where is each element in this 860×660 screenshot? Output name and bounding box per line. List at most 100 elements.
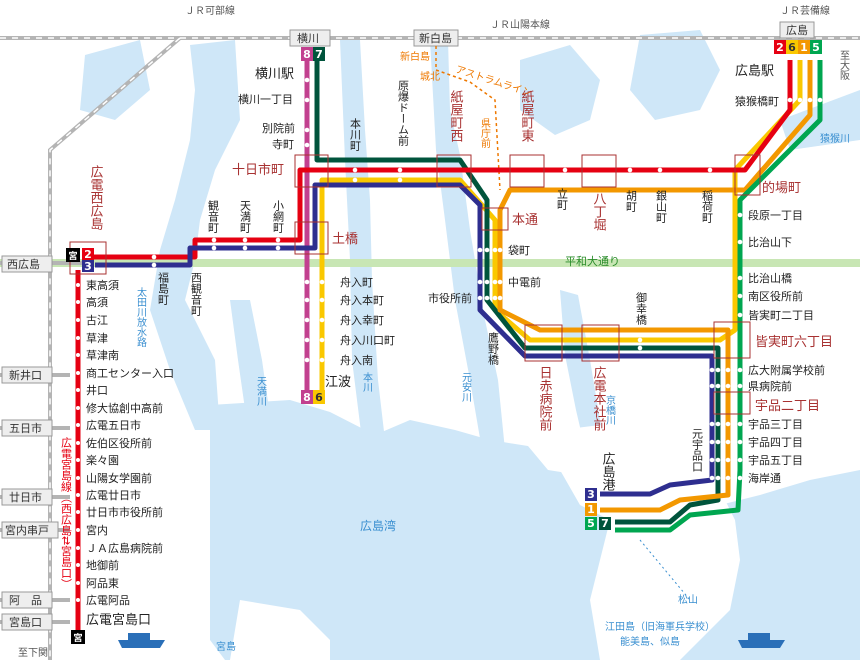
label-kamiyacho-nishi: 紙屋町西 [448,90,464,142]
label-rakurakuen: 楽々園 [86,454,119,467]
label-kusatsuminami: 草津南 [86,349,119,362]
label-saeki: 佐伯区役所前 [86,436,152,450]
badge-8-top: 8 [303,48,311,61]
jr-miyajimaguchi: 宮島口 [9,615,42,629]
station-labels-v: 本川町 原爆ドーム前 紙屋町西 紙屋町東 立町 八丁堀 胡町 銀山町 稲荷町 観… [60,80,714,589]
label-miyajima-line: 広電宮島線（西広島⇄宮島口） [60,437,73,590]
label-nisseki: 日赤病院前 [537,366,553,431]
badge-5-port: 5 [587,517,595,530]
label-honkawacho: 本川町 [349,117,362,151]
label-matsuyama: 松山 [678,593,698,606]
label-takasu: 高須 [86,295,108,309]
astram-kencho: 県庁前 [479,118,491,149]
label-ebisucho: 胡町 [625,189,638,212]
label-tokaichi: 十日市町 [232,162,284,178]
badge-2-hiroshima: 2 [776,41,784,54]
label-ujina2: 宇品二丁目 [755,399,820,414]
route-2 [90,60,793,260]
label-kanayamacho: 銀山町 [655,189,668,223]
label-miyauchi: 宮内 [86,523,108,537]
badge-miya-west: 宮 [68,250,77,262]
label-kamiyacho-higashi: 紙屋町東 [519,90,535,142]
label-kyobashi: 京橋川 [604,394,616,425]
label-miyukibashi: 御幸橋 [635,291,648,326]
label-itsukaichi-st: 広電五日市 [86,418,141,432]
water-labels: 太田 川放水路 天満川 本川 元安川 京橋川 猿猴川 松山 宮島 江田島（旧海軍… [135,132,851,653]
station-dots [76,77,823,602]
label-ujina5: 宇品五丁目 [748,454,803,467]
label-ujina3: 宇品三丁目 [748,418,803,431]
label-tatemachi: 立町 [556,187,569,210]
label-bay: 広島湾 [360,518,396,533]
label-enko: 猿猴川 [820,132,850,145]
label-shiyakusho: 市役所前 [428,291,472,305]
badge-7-port: 7 [601,517,609,530]
ferry-icon [118,633,785,648]
label-sanyo: ＪＲ山陽本線 [490,18,550,31]
label-minamimachi6: 皆実町六丁目 [755,334,833,350]
ferry-route [639,539,691,601]
jr-miyauchikushido: 宮内串戸 [5,523,49,537]
astram-johoku: 城北 [420,71,440,83]
label-honkawa: 本川 [361,371,373,392]
label-takanobashi: 鷹野橋 [487,331,500,366]
label-inokuchi: 井口 [86,383,108,397]
label-port: 広島港 [600,452,616,491]
label-danbara: 段原一丁目 [748,208,803,222]
station-labels-h: 横川駅 横川一丁目 別院前 寺町 十日市町 土橋 舟入町 舟入本町 舟入幸町 舟… [232,64,833,485]
label-kanon: 観音町 [207,199,220,233]
label-fuzoku: 広大附属学校前 [748,363,825,377]
label-temma: 天満川 [255,376,267,406]
badge-6-hiroshima: 6 [788,41,796,54]
label-housui: 川放水路 [135,307,147,348]
label-tomiyoshi: 至大阪 [838,50,850,81]
badge-5-hiroshima: 5 [812,41,820,54]
label-kabe: ＪＲ可部線 [185,4,235,17]
badge-8-eba: 8 [303,391,311,404]
jr-shiniguchi: 新井口 [9,368,42,382]
label-betsuin: 別院前 [262,121,295,135]
jr-ajina: 阿 品 [9,594,42,607]
badge-1-hiroshima: 1 [800,41,808,54]
jr-shinhakushima: 新白島 [419,31,452,45]
label-hatsukaichi-st: 広電廿日市 [86,488,141,502]
badge-1-port: 1 [587,503,595,516]
badge-6-eba: 6 [315,391,323,404]
jr-stations: 横川 新白島 広島 西広島 新井口 五日市 廿日市 宮内串戸 阿 品 宮島口 [1,21,815,631]
label-miyajima: 宮島 [216,640,236,653]
label-eba: 江波 [325,375,351,390]
label-inaricho: 稲荷町 [701,190,714,223]
label-jigozen: 地御前 [86,558,119,572]
label-matoba: 的場町 [762,180,801,196]
badge-7-top: 7 [315,48,323,61]
label-sanyo-jogakuen: 山陽女学園前 [86,471,152,485]
label-hijiyama-bashi: 比治山橋 [748,271,792,285]
astram-labels: 新白島 城北 アストラムライン 県庁前 [400,50,533,149]
label-hiroshima-station: 広島駅 [735,64,774,79]
label-hatsukaichi-shiyakusho: 廿日市市役所前 [86,505,163,519]
label-funairihonmachi: 舟入本町 [340,293,384,307]
label-ota: 太田 [135,286,147,307]
label-furue: 古江 [86,314,108,327]
label-ja: ＪＡ広島病院前 [86,541,163,555]
label-shudo: 修大協創中高前 [86,401,163,415]
label-hijiyama-shita: 比治山下 [748,235,792,249]
label-enkobashi: 猿猴橋町 [735,94,779,108]
badge-3-west: 3 [84,260,92,273]
jr-lines-inner [0,37,860,660]
label-nomijima: 能美島、似島 [620,635,680,648]
label-funairisaiwai: 舟入幸町 [340,313,384,327]
label-funairimachi: 舟入町 [340,275,373,289]
astram-line [435,46,501,191]
label-fukushima: 福島町 [157,271,170,305]
label-higashitakasu: 東高須 [86,278,119,292]
label-funairikawaguchi: 舟入川口町 [340,333,395,347]
label-geibi: ＪＲ芸備線 [780,4,830,17]
label-nishikanon: 西観音町 [190,272,203,316]
label-kaigan: 海岸通 [748,471,781,485]
label-honsha: 広電本社前 [591,366,607,431]
label-teramachi: 寺町 [272,138,294,151]
label-dobashi: 土橋 [332,232,358,247]
label-etajima: 江田島（旧海軍兵学校） [605,620,715,633]
